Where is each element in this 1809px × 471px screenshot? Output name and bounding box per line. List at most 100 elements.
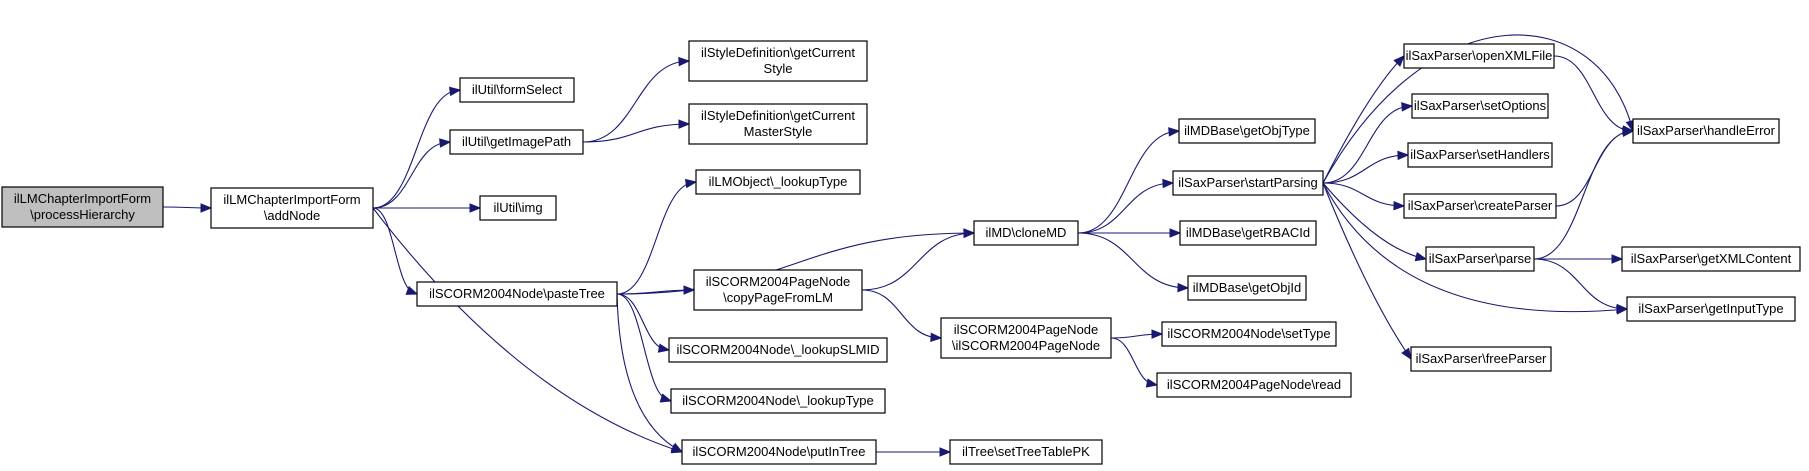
arrowhead xyxy=(405,285,419,295)
node-getCurrentMasterStyle[interactable]: ilStyleDefinition\getCurrent MasterStyle xyxy=(688,103,868,145)
node-label-line: ilSCORM2004Node\putInTree xyxy=(693,444,866,459)
node-handleError[interactable]: ilSaxParser\handleError xyxy=(1632,118,1780,144)
arrowhead xyxy=(200,203,213,213)
arrowhead xyxy=(659,393,673,403)
arrowhead xyxy=(1162,178,1175,189)
edge-getImagePath-to-getCurrentMasterStyle xyxy=(582,119,691,143)
node-label-line: ilLMChapterImportForm xyxy=(14,191,151,206)
node-label-line: ilSCORM2004Node\setType xyxy=(1167,326,1330,341)
node-addNode[interactable]: ilLMChapterImportForm \addNode xyxy=(210,187,374,229)
node-cloneMD[interactable]: ilMD\cloneMD xyxy=(973,220,1079,246)
node-getCurrentStyle[interactable]: ilStyleDefinition\getCurrent Style xyxy=(688,40,868,82)
edge-pageNodeCtor-to-read xyxy=(1110,337,1159,388)
node-label-line: ilSaxParser\createParser xyxy=(1408,198,1553,213)
node-pasteTree[interactable]: ilSCORM2004Node\pasteTree xyxy=(416,281,618,307)
node-label-line: ilStyleDefinition\getCurrent xyxy=(701,45,855,60)
node-setType[interactable]: ilSCORM2004Node\setType xyxy=(1161,321,1337,347)
node-label-line: ilSCORM2004Node\pasteTree xyxy=(429,286,605,301)
node-read[interactable]: ilSCORM2004PageNode\read xyxy=(1156,372,1352,398)
node-pageNodeCtor[interactable]: ilSCORM2004PageNode \ilSCORM2004PageNode xyxy=(940,317,1112,359)
edge-startParsing-to-setOptions xyxy=(1322,102,1414,184)
arrowhead xyxy=(1151,329,1164,339)
node-label-line: ilSCORM2004PageNode xyxy=(954,322,1099,337)
node-label-line: ilSaxParser\getXMLContent xyxy=(1631,251,1792,266)
edge-processHierarchy-to-addNode xyxy=(162,203,213,213)
node-label-line: ilSaxParser\getInputType xyxy=(1638,301,1783,316)
node-label-line: ilTree\setTreeTablePK xyxy=(962,444,1090,459)
edge-cloneMD-to-getObjType xyxy=(1077,127,1181,234)
edge-getImagePath-to-getCurrentStyle xyxy=(582,56,691,143)
node-lookupTypeObj[interactable]: ilLMObject\_lookupType xyxy=(695,169,861,195)
node-putInTree[interactable]: ilSCORM2004Node\putInTree xyxy=(681,439,877,465)
node-startParsing[interactable]: ilSaxParser\startParsing xyxy=(1172,170,1324,196)
arrowhead xyxy=(469,203,482,213)
arrowhead xyxy=(1611,254,1624,264)
edge-cloneMD-to-startParsing xyxy=(1077,178,1175,234)
edge-putInTree-to-setTreeTablePK xyxy=(876,447,952,457)
node-label-line: \processHierarchy xyxy=(30,207,135,222)
arrowhead xyxy=(1401,347,1412,361)
arrowhead xyxy=(939,447,952,457)
node-freeParser[interactable]: ilSaxParser\freeParser xyxy=(1410,346,1552,372)
node-openXMLFile[interactable]: ilSaxParser\openXMLFile xyxy=(1403,43,1555,69)
node-formSelect[interactable]: ilUtil\formSelect xyxy=(459,77,575,103)
edge-openXMLFile-to-handleError xyxy=(1553,55,1635,135)
edge-startParsing-to-parse xyxy=(1322,182,1428,262)
node-getObjType[interactable]: ilMDBase\getObjType xyxy=(1178,118,1316,144)
edge-startParsing-to-setHandlers xyxy=(1322,150,1410,184)
nodes-layer: ilLMChapterImportForm \processHierarchy … xyxy=(1,40,1801,465)
node-label-line: ilUtil\getImagePath xyxy=(462,134,571,149)
node-getRBACId[interactable]: ilMDBase\getRBACId xyxy=(1179,220,1317,246)
edge-startParsing-to-freeParser xyxy=(1322,182,1412,361)
arrowhead xyxy=(684,178,698,189)
arrowhead xyxy=(1401,102,1414,112)
node-label-line: ilUtil\img xyxy=(493,200,542,215)
arrowhead xyxy=(1168,127,1181,137)
node-label-line: ilSaxParser\startParsing xyxy=(1178,175,1317,190)
edges-layer xyxy=(162,34,1635,457)
node-getObjId[interactable]: ilMDBase\getObjId xyxy=(1187,275,1307,301)
arrowhead xyxy=(930,332,943,343)
node-getXMLContent[interactable]: ilSaxParser\getXMLContent xyxy=(1621,246,1801,272)
edge-startParsing-to-handleError xyxy=(1322,34,1635,184)
arrowhead xyxy=(1616,303,1629,314)
node-parse[interactable]: ilSaxParser\parse xyxy=(1425,246,1535,272)
node-label-line: ilSaxParser\handleError xyxy=(1637,123,1776,138)
arrowhead xyxy=(1622,127,1635,137)
arrowhead xyxy=(683,285,696,295)
arrowhead xyxy=(439,138,452,148)
node-getImagePath[interactable]: ilUtil\getImagePath xyxy=(449,129,584,155)
edge-copyPageFromLM-to-pageNodeCtor xyxy=(861,289,943,343)
edge-pasteTree-to-lookupSLMID xyxy=(616,293,671,353)
node-copyPageFromLM[interactable]: ilSCORM2004PageNode \copyPageFromLM xyxy=(693,269,863,311)
arrowhead xyxy=(657,343,671,353)
node-lookupSLMID[interactable]: ilSCORM2004Node\_lookupSLMID xyxy=(668,337,888,363)
node-setOptions[interactable]: ilSaxParser\setOptions xyxy=(1411,93,1549,119)
node-processHierarchy[interactable]: ilLMChapterImportForm \processHierarchy xyxy=(1,186,164,228)
node-label-line: ilStyleDefinition\getCurrent xyxy=(701,108,855,123)
node-setTreeTablePK[interactable]: ilTree\setTreeTablePK xyxy=(949,439,1103,465)
arrowhead xyxy=(1393,55,1405,67)
arrowhead xyxy=(1169,228,1182,238)
arrowhead xyxy=(1145,378,1159,388)
arrowhead xyxy=(448,86,462,97)
node-label-line: \copyPageFromLM xyxy=(723,290,833,305)
edge-copyPageFromLM-to-cloneMD xyxy=(861,228,976,291)
node-img[interactable]: ilUtil\img xyxy=(479,195,557,221)
edge-addNode-to-putInTree xyxy=(372,207,684,454)
arrowhead xyxy=(1393,200,1406,211)
node-label-line: ilMDBase\getRBACId xyxy=(1186,225,1310,240)
arrowhead xyxy=(678,56,691,67)
edge-createParser-to-handleError xyxy=(1555,127,1635,207)
node-setHandlers[interactable]: ilSaxParser\setHandlers xyxy=(1407,142,1553,168)
node-label-line: ilSaxParser\setHandlers xyxy=(1410,147,1550,162)
node-lookupTypeNode[interactable]: ilSCORM2004Node\_lookupType xyxy=(670,388,886,414)
edge-startParsing-to-openXMLFile xyxy=(1322,55,1405,184)
edge-parse-to-handleError xyxy=(1533,127,1635,260)
node-createParser[interactable]: ilSaxParser\createParser xyxy=(1403,193,1557,219)
node-getInputType[interactable]: ilSaxParser\getInputType xyxy=(1626,296,1796,322)
edge-pasteTree-to-lookupTypeNode xyxy=(616,293,673,403)
node-label-line: ilSCORM2004PageNode\read xyxy=(1167,377,1341,392)
node-label-line: ilSCORM2004Node\_lookupType xyxy=(682,393,874,408)
